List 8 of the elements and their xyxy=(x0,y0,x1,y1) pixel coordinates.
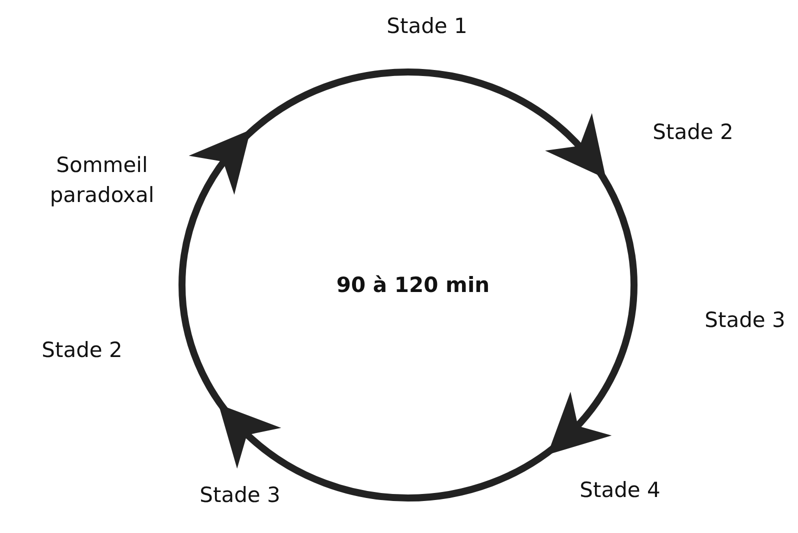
stage-label: Sommeil paradoxal xyxy=(48,152,156,209)
stage-label: Stade 1 xyxy=(386,13,468,40)
stage-label: Stade 3 xyxy=(200,482,280,509)
stage-label: Stade 4 xyxy=(580,477,660,504)
stage-label: Stade 3 xyxy=(704,307,786,334)
cycle-duration-label: 90 à 120 min xyxy=(336,272,490,299)
stage-label: Stade 2 xyxy=(652,119,734,146)
stage-label: Stade 2 xyxy=(42,337,122,364)
